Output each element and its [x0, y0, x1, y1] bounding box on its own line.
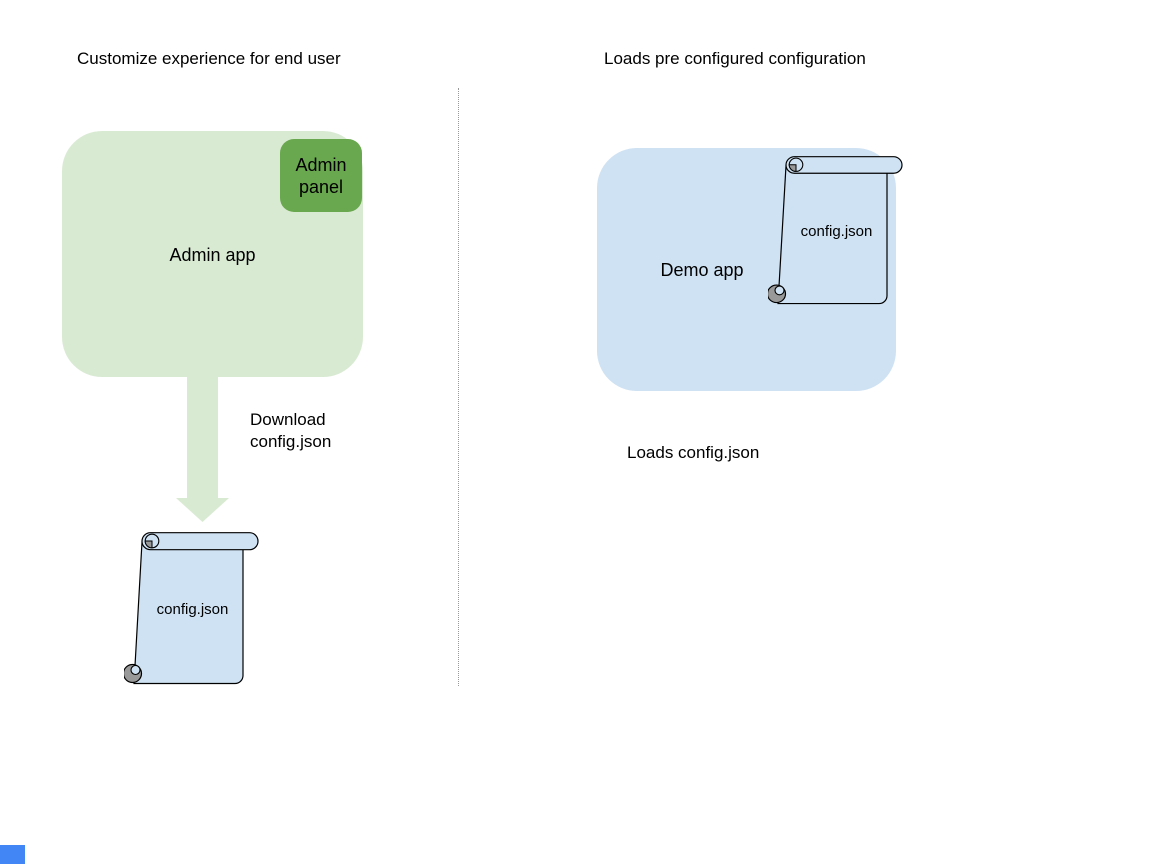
config-json-scroll-left: config.json	[124, 532, 259, 686]
download-arrow-icon	[176, 377, 229, 527]
left-section-title: Customize experience for end user	[77, 49, 341, 68]
corner-blue-marker	[0, 845, 25, 864]
config-json-scroll-right: config.json	[768, 156, 903, 306]
scroll-shape-icon	[768, 156, 903, 305]
demo-app-label: Demo app	[660, 260, 744, 280]
scroll-shape-icon	[124, 532, 259, 685]
right-section-title: Loads pre configured configuration	[604, 49, 866, 68]
admin-panel-label: Admin panel	[295, 154, 347, 197]
admin-panel-box: Admin panel	[280, 139, 362, 212]
section-divider	[458, 88, 459, 686]
download-arrow-caption: Download config.json	[250, 410, 332, 451]
loads-config-caption: Loads config.json	[627, 443, 760, 462]
admin-app-label: Admin app	[169, 245, 256, 265]
